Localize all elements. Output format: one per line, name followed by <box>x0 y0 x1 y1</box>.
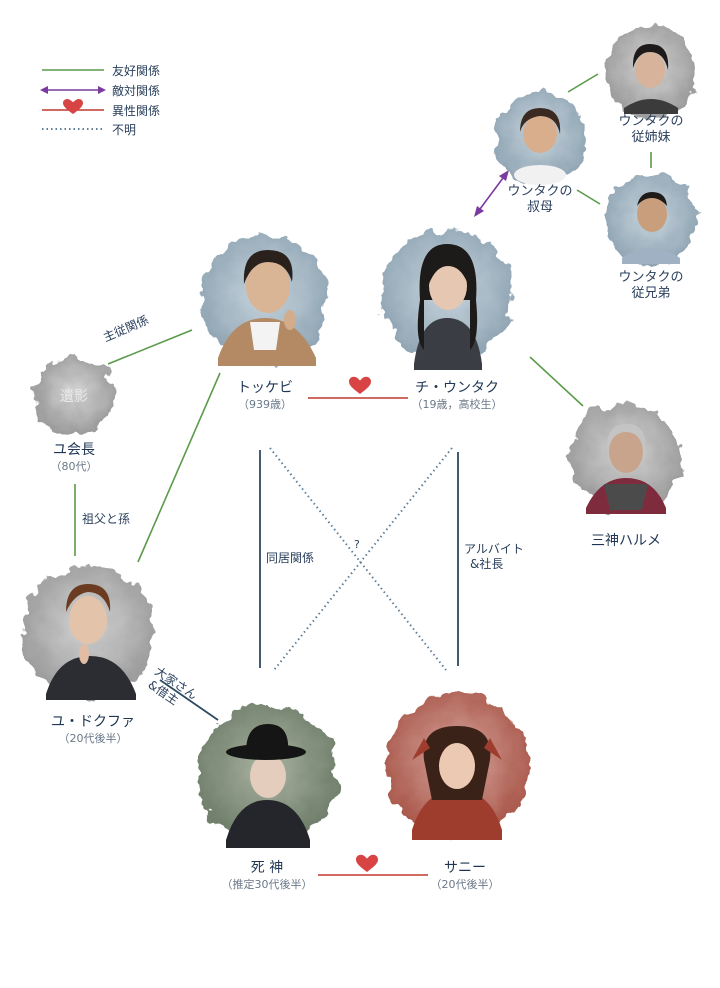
portrait-euntak <box>381 230 513 370</box>
hostile-arrow-head-up <box>499 170 509 181</box>
legend-heart-icon <box>63 99 83 114</box>
hostile-arrow-head-down <box>474 206 484 217</box>
heart-icon-reaper-sunny <box>356 855 378 872</box>
parttime-line2: &社長 <box>464 557 524 572</box>
portrait-deokhwa <box>22 566 154 700</box>
chairman-note: （80代） <box>24 460 124 474</box>
aunt-name-line2: 叔母 <box>490 200 590 216</box>
portrait-cousin-m <box>605 174 697 266</box>
samsin-name: 三神ハルメ <box>576 533 676 551</box>
heart-icon-dokkaebi-euntak <box>349 377 371 394</box>
relation-cohabiting: 同居関係 <box>266 551 314 566</box>
chairman-name: ユ会長 <box>24 442 124 460</box>
label-deokhwa: ユ・ドクファ （20代後半） <box>38 714 148 745</box>
legend <box>40 70 106 129</box>
relation-unknown-mark: ? <box>354 538 360 552</box>
cousin-m-name-line1: ウンタクの <box>601 270 701 286</box>
cousin-f-name-line1: ウンタクの <box>601 114 701 130</box>
relation-grandfather-grandson: 祖父と孫 <box>82 512 130 527</box>
reaper-name: 死 神 <box>207 860 327 878</box>
legend-hostile-arrow-right <box>98 86 106 94</box>
portrait-dokkaebi <box>201 236 329 366</box>
label-cousin-f: ウンタクの 従姉妹 <box>601 114 701 147</box>
legend-romantic-label: 異性関係 <box>112 102 160 119</box>
dokkaebi-note: （939歳） <box>205 398 325 412</box>
line-aunt-cousin-f <box>568 74 598 92</box>
portrait-samsin <box>570 402 682 514</box>
euntak-name: チ・ウンタク <box>392 380 522 398</box>
portrait-cousin-f <box>605 26 697 118</box>
dokkaebi-name: トッケビ <box>205 380 325 398</box>
reaper-note: （推定30代後半） <box>207 878 327 892</box>
chairman-portrait-text: 遺影 <box>60 389 88 405</box>
euntak-note: （19歳，高校生） <box>392 398 522 412</box>
line-euntak-samsin <box>530 357 583 406</box>
sunny-name: サニー <box>410 860 520 878</box>
portrait-sunny <box>385 693 529 840</box>
legend-hostile-label: 敵対関係 <box>112 82 160 99</box>
deokhwa-name: ユ・ドクファ <box>38 714 148 732</box>
label-chairman: ユ会長 （80代） <box>24 442 124 473</box>
label-aunt: ウンタクの 叔母 <box>490 184 590 217</box>
parttime-line1: アルバイト <box>464 542 524 557</box>
label-euntak: チ・ウンタク （19歳，高校生） <box>392 380 522 411</box>
legend-unknown-label: 不明 <box>112 121 136 138</box>
sunny-note: （20代後半） <box>410 878 520 892</box>
relation-parttime: アルバイト &社長 <box>464 542 524 572</box>
label-cousin-m: ウンタクの 従兄弟 <box>601 270 701 303</box>
portrait-reaper <box>197 705 337 848</box>
cousin-f-name-line2: 従姉妹 <box>601 130 701 146</box>
label-samsin: 三神ハルメ <box>576 533 676 551</box>
label-sunny: サニー （20代後半） <box>410 860 520 891</box>
portrait-chairman: 遺影 <box>34 356 114 436</box>
label-reaper: 死 神 （推定30代後半） <box>207 860 327 891</box>
cousin-m-name-line2: 従兄弟 <box>601 286 701 302</box>
legend-hostile-arrow-left <box>40 86 48 94</box>
legend-friendly-label: 友好関係 <box>112 62 160 79</box>
deokhwa-note: （20代後半） <box>38 732 148 746</box>
aunt-name-line1: ウンタクの <box>490 184 590 200</box>
label-dokkaebi: トッケビ （939歳） <box>205 380 325 411</box>
